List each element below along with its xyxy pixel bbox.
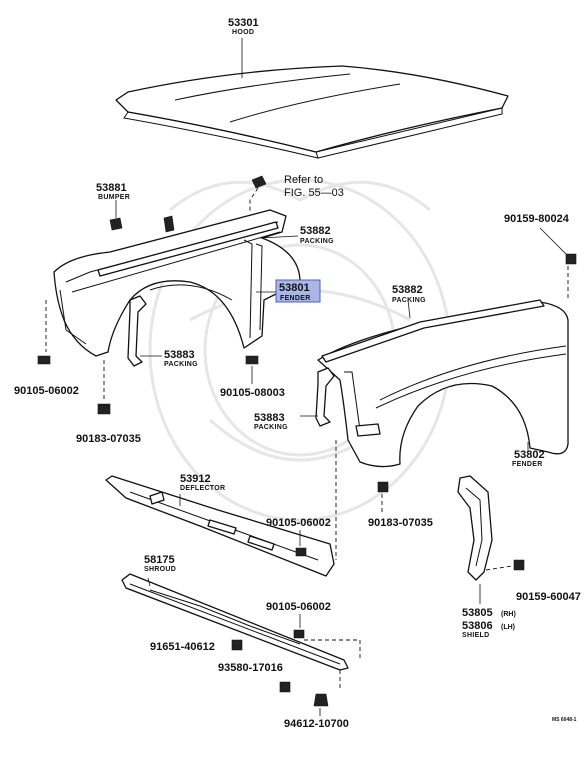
- right-fender-part[interactable]: [317, 299, 569, 468]
- refer-bracket-icon: [249, 175, 267, 212]
- grommet-number: 94612-10700: [284, 718, 349, 730]
- left-fender-highlight: [275, 279, 321, 303]
- right-fender-name: FENDER: [512, 461, 543, 468]
- hood-number: 53301: [228, 17, 259, 29]
- deflector-part[interactable]: [105, 475, 335, 577]
- shroud-bolt-number: 90105-06002: [266, 601, 331, 613]
- bumper-name: BUMPER: [98, 194, 130, 201]
- shroud-clip-number: 93580-17016: [218, 662, 283, 674]
- shroud-nut-icon[interactable]: [231, 639, 243, 651]
- fender-bolt-icon[interactable]: [163, 215, 175, 233]
- refer-line-2: FIG. 55—03: [284, 187, 344, 199]
- shroud-part[interactable]: [121, 573, 349, 671]
- right-packing-top-number: 53882: [392, 284, 423, 296]
- left-fender-number: 53801: [279, 282, 310, 294]
- hood-name: HOOD: [232, 29, 254, 36]
- left-clip-number: 90183-07035: [76, 433, 141, 445]
- deflector-name: DEFLECTOR: [180, 485, 225, 492]
- diagram-code: MS 6048-1: [552, 717, 577, 723]
- shield-name: SHIELD: [462, 632, 489, 639]
- left-packing-top-number: 53882: [300, 225, 331, 237]
- right-clip-icon[interactable]: [377, 481, 389, 493]
- right-screw-top-number: 90159-80024: [504, 213, 570, 225]
- right-screw-top-icon[interactable]: [565, 253, 577, 265]
- left-packing-low-number: 53883: [164, 349, 195, 361]
- left-lower-packing-part[interactable]: [127, 295, 147, 367]
- shield-part[interactable]: [457, 475, 493, 581]
- shroud-clip-icon[interactable]: [279, 681, 291, 693]
- shroud-name: SHROUD: [144, 566, 176, 573]
- grommet-icon[interactable]: [313, 693, 329, 707]
- right-packing-top-name: PACKING: [392, 297, 426, 304]
- shroud-number: 58175: [144, 554, 175, 566]
- shield-rh-label: (RH): [501, 611, 516, 618]
- left-bolt-b-icon[interactable]: [245, 355, 259, 365]
- deflector-number: 53912: [180, 473, 211, 485]
- right-fender-number: 53802: [514, 449, 545, 461]
- shroud-bolt-icon[interactable]: [293, 629, 305, 639]
- left-bolt-b-number: 90105-08003: [220, 387, 285, 399]
- right-clip-number: 90183-07035: [368, 517, 433, 529]
- refer-line-1: Refer to: [284, 174, 323, 186]
- left-fender-part[interactable]: [53, 209, 301, 357]
- left-fender-name: FENDER: [280, 295, 311, 302]
- left-packing-low-name: PACKING: [164, 361, 198, 368]
- bumper-clip-icon[interactable]: [109, 217, 123, 231]
- shield-lh-label: (LH): [501, 624, 515, 631]
- shroud-nut-number: 91651-40612: [150, 641, 215, 653]
- left-bolt-a-number: 90105-06002: [14, 385, 79, 397]
- shield-screw-icon[interactable]: [513, 559, 525, 571]
- right-packing-low-name: PACKING: [254, 424, 288, 431]
- shield-rh-number: 53805: [462, 607, 493, 619]
- hood-part[interactable]: [115, 65, 509, 159]
- left-clip-icon[interactable]: [97, 403, 111, 415]
- left-bolt-a-icon[interactable]: [37, 355, 51, 365]
- shield-screw-number: 90159-60047: [516, 591, 581, 603]
- bumper-number: 53881: [96, 182, 127, 194]
- left-packing-strip-part[interactable]: [97, 221, 279, 277]
- deflector-bolt-icon[interactable]: [295, 547, 307, 557]
- right-lower-packing-part[interactable]: [315, 367, 335, 427]
- deflector-bolt-number: 90105-06002: [266, 517, 331, 529]
- shield-lh-number: 53806: [462, 620, 493, 632]
- left-packing-top-name: PACKING: [300, 238, 334, 245]
- right-packing-low-number: 53883: [254, 412, 285, 424]
